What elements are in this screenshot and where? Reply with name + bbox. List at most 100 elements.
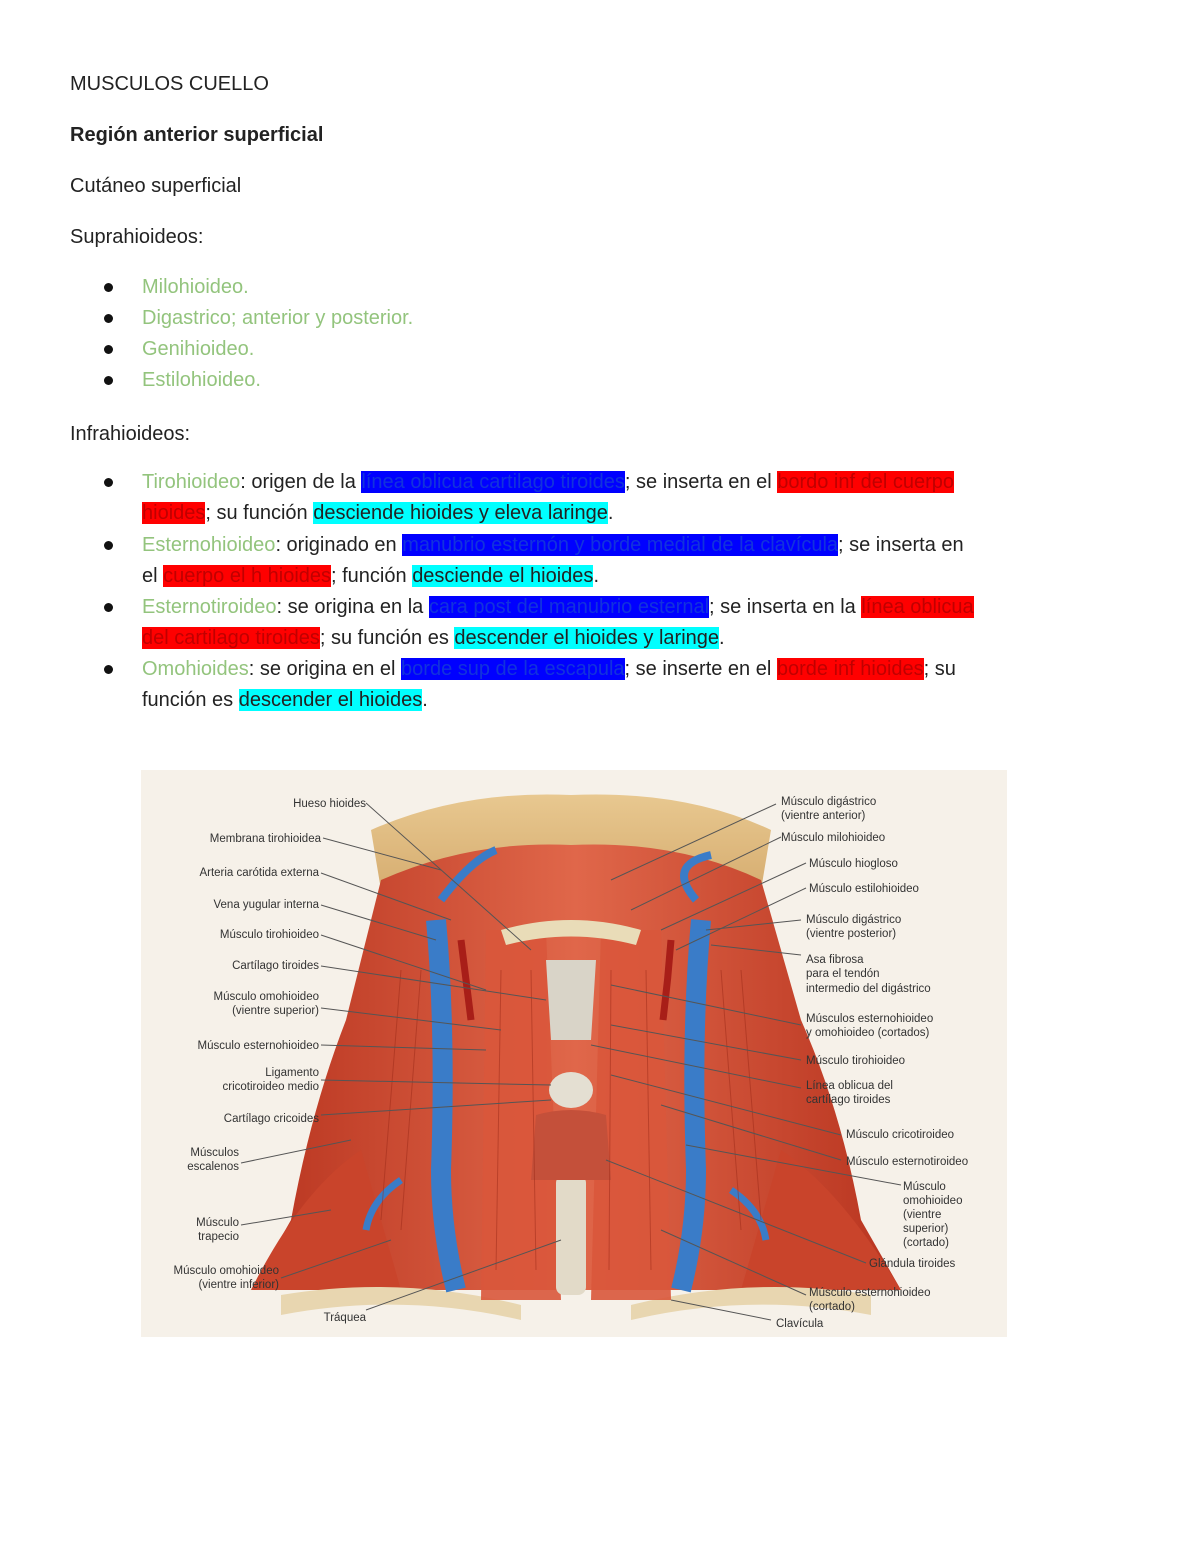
figure-label: trapecio: [198, 1231, 239, 1243]
bullet-icon: [104, 283, 113, 292]
document-title: MUSCULOS CUELLO: [70, 73, 269, 95]
text-run: : se origina en la: [276, 596, 429, 618]
neck-anatomy-figure: Hueso hioides Membrana tirohioidea Arter…: [141, 770, 1007, 1337]
figure-label: Músculo omohioideo: [214, 991, 319, 1003]
infra-item-text: Omohioides: se origina en el borde sup d…: [142, 654, 1132, 716]
origin-highlight: línea oblicua cartilago tiroides: [361, 471, 625, 493]
supra-item-text: Genihioideo.: [142, 338, 255, 360]
figure-label: Músculo digástrico: [781, 796, 876, 808]
origin-highlight: borde sup de la escapula: [401, 658, 625, 680]
origin-highlight: cara post del manubrio esternal: [428, 596, 710, 618]
figure-label: Músculo omohioideo: [174, 1265, 279, 1277]
figure-label: Ligamento: [265, 1067, 319, 1079]
figure-label: Músculo esternohioideo: [809, 1287, 930, 1299]
insertion-highlight: borde inf hioides: [776, 658, 924, 680]
figure-label: Clavícula: [776, 1318, 824, 1330]
figure-label: cartílago tiroides: [806, 1094, 891, 1106]
bullet-icon: [104, 314, 113, 323]
figure-label: Cartílago tiroides: [232, 960, 319, 972]
text-run: ; se inserta en el: [624, 471, 778, 493]
text-run: .: [593, 565, 599, 587]
function-highlight: desciende el hioides: [412, 565, 594, 587]
figure-label: escalenos: [187, 1161, 239, 1173]
figure-label: (cortado): [809, 1301, 855, 1313]
figure-label: y omohioideo (cortados): [806, 1027, 930, 1039]
bullet-icon: [104, 665, 113, 674]
figure-label: Tráquea: [324, 1312, 367, 1324]
section-heading: Región anterior superficial: [70, 124, 324, 146]
origin-highlight: manubrio esternón y borde medial de la c…: [402, 534, 839, 556]
function-highlight: descender el hioides: [238, 689, 423, 711]
figure-label: (vientre posterior): [806, 928, 896, 940]
figure-label: Glándula tiroides: [869, 1258, 956, 1270]
insertion-highlight: cuerpo el h hioides: [163, 565, 332, 587]
figure-label: para el tendón: [806, 968, 880, 980]
figure-label: Músculo hiogloso: [809, 858, 898, 870]
text-run: ; su: [923, 658, 956, 680]
bullet-icon: [104, 541, 113, 550]
infrahioideos-heading: Infrahioideos:: [70, 423, 191, 445]
function-highlight: descender el hioides y laringe: [454, 627, 720, 649]
bullet-icon: [104, 345, 113, 354]
text-run: ; se inserta en la: [709, 596, 862, 618]
neck-anatomy-illustration: Hueso hioides Membrana tirohioidea Arter…: [141, 770, 1007, 1337]
supra-item-text: Milohioideo.: [142, 276, 249, 298]
figure-label: (vientre: [903, 1209, 941, 1221]
figure-label: (vientre anterior): [781, 810, 866, 822]
figure-label: Cartílago cricoides: [224, 1113, 319, 1125]
bullet-icon: [104, 603, 113, 612]
figure-label: Arteria carótida externa: [199, 867, 319, 879]
figure-label: Músculo milohioideo: [781, 832, 885, 844]
text-run: ; su función es: [319, 627, 455, 649]
figure-label: Asa fibrosa: [806, 954, 864, 966]
figure-label: Músculo digástrico: [806, 914, 901, 926]
figure-label: Músculo esternotiroideo: [846, 1156, 968, 1168]
figure-label: Músculos: [190, 1147, 239, 1159]
muscle-name: Esternohioideo: [142, 534, 276, 556]
bullet-icon: [104, 478, 113, 487]
text-run: .: [719, 627, 725, 649]
figure-label: Hueso hioides: [293, 798, 366, 810]
text-run: : se origina en el: [248, 658, 402, 680]
figure-label: Vena yugular interna: [214, 899, 320, 911]
figure-label: (vientre inferior): [198, 1279, 279, 1291]
text-run: : origen de la: [240, 471, 362, 493]
figure-label: Músculo tirohioideo: [220, 929, 319, 941]
figure-label: Músculo: [196, 1217, 239, 1229]
figure-label: Músculo estilohioideo: [809, 883, 919, 895]
figure-label: intermedio del digástrico: [806, 983, 931, 995]
figure-label: Músculo esternohioideo: [198, 1040, 319, 1052]
infra-item-text: Esternohioideo: originado en manubrio es…: [142, 530, 1132, 592]
figure-label: Membrana tirohioidea: [210, 833, 322, 845]
function-highlight: desciende hioides y eleva laringe: [313, 502, 608, 524]
infra-item-text: Tirohioideo: origen de la línea oblicua …: [142, 467, 1132, 529]
text-run: : originado en: [275, 534, 403, 556]
figure-label: Músculo: [903, 1181, 946, 1193]
insertion-highlight: línea oblicua: [861, 596, 974, 618]
text-run: función es: [142, 689, 239, 711]
infra-item-text: Esternotiroideo: se origina en la cara p…: [142, 592, 1132, 654]
figure-label: Músculo tirohioideo: [806, 1055, 905, 1067]
figure-label: superior): [903, 1223, 949, 1235]
muscle-name: Tirohioideo: [142, 471, 241, 493]
text-run: ; función: [331, 565, 413, 587]
figure-label: cricotiroideo medio: [222, 1081, 319, 1093]
insertion-highlight: del cartilago tiroides: [142, 627, 320, 649]
figure-label: (vientre superior): [232, 1005, 319, 1017]
text-run: ; se inserte en el: [624, 658, 777, 680]
figure-label: Músculos esternohioideo: [806, 1013, 933, 1025]
text-run: el: [142, 565, 164, 587]
figure-label: Músculo cricotiroideo: [846, 1129, 954, 1141]
figure-label: Línea oblicua del: [806, 1080, 893, 1092]
insertion-highlight: bordo inf del cuerpo: [777, 471, 955, 493]
figure-label: omohioideo: [903, 1195, 962, 1207]
figure-label: (cortado): [903, 1237, 949, 1249]
supra-item-text: Estilohioideo.: [142, 369, 261, 391]
suprahioideos-heading: Suprahioideos:: [70, 226, 204, 248]
text-run: ; se inserta en: [838, 534, 964, 556]
text-run: .: [607, 502, 614, 524]
muscle-name: Esternotiroideo: [142, 596, 277, 618]
supra-item-text: Digastrico; anterior y posterior.: [142, 307, 414, 329]
bullet-icon: [104, 376, 113, 385]
muscle-name: Omohioides: [142, 658, 249, 680]
